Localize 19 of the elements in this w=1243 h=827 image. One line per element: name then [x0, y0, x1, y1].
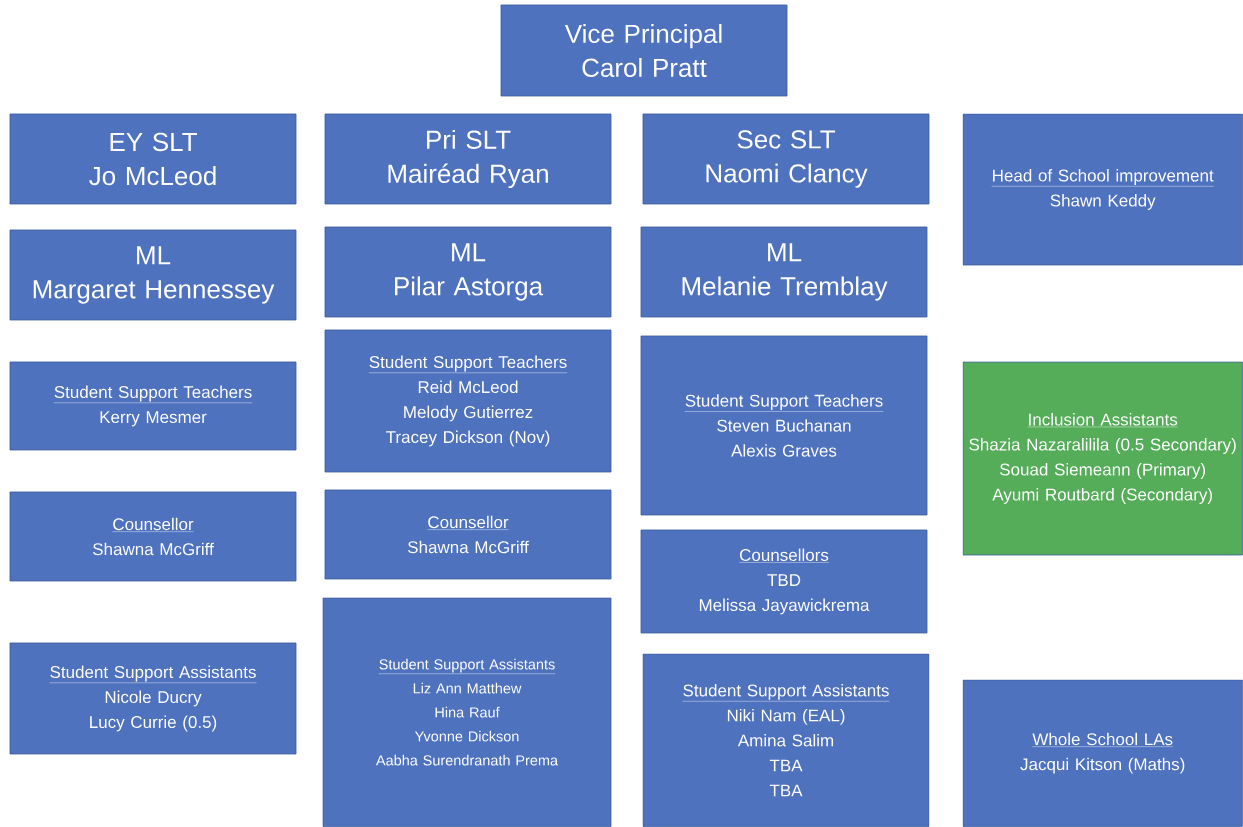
- staff-box: Counsellor Shawna McGriff: [324, 489, 612, 580]
- staff-box: Sec SLT Naomi Clancy: [642, 113, 930, 205]
- staff-box: Whole School LAs Jacqui Kitson (Maths): [962, 679, 1243, 827]
- staff-box: Pri SLT Mairéad Ryan: [324, 113, 612, 205]
- staff-box: Inclusion Assistants Shazia Nazaralilila (0.5 Secondary) Souad Siemeann (Primary) Ayumi Routbard (Secondary): [962, 361, 1243, 556]
- staff-box: Counsellors TBD Melissa Jayawickrema: [640, 529, 928, 634]
- staff-box: Counsellor Shawna McGriff: [9, 491, 297, 582]
- staff-box: ML Pilar Astorga: [324, 226, 612, 318]
- staff-box: Student Support Assistants Liz Ann Matthew Hina Rauf Yvonne Dickson Aabha Surendranath Prema: [322, 597, 612, 827]
- staff-box: ML Margaret Hennessey: [9, 229, 297, 321]
- staff-box: Vice Principal Carol Pratt: [500, 4, 788, 97]
- staff-box: EY SLT Jo McLeod: [9, 113, 297, 205]
- staff-box: Student Support Teachers Kerry Mesmer: [9, 361, 297, 451]
- staff-box: Student Support Assistants Nicole Ducry Lucy Currie (0.5): [9, 642, 297, 755]
- staff-box: ML Melanie Tremblay: [640, 226, 928, 318]
- staff-box: Student Support Teachers Steven Buchanan Alexis Graves: [640, 335, 928, 516]
- staff-box: Student Support Teachers Reid McLeod Melody Gutierrez Tracey Dickson (Nov): [324, 329, 612, 473]
- staff-box: Student Support Assistants Niki Nam (EAL) Amina Salim TBA TBA: [642, 653, 930, 827]
- staff-box: Head of School improvement Shawn Keddy: [962, 113, 1243, 266]
